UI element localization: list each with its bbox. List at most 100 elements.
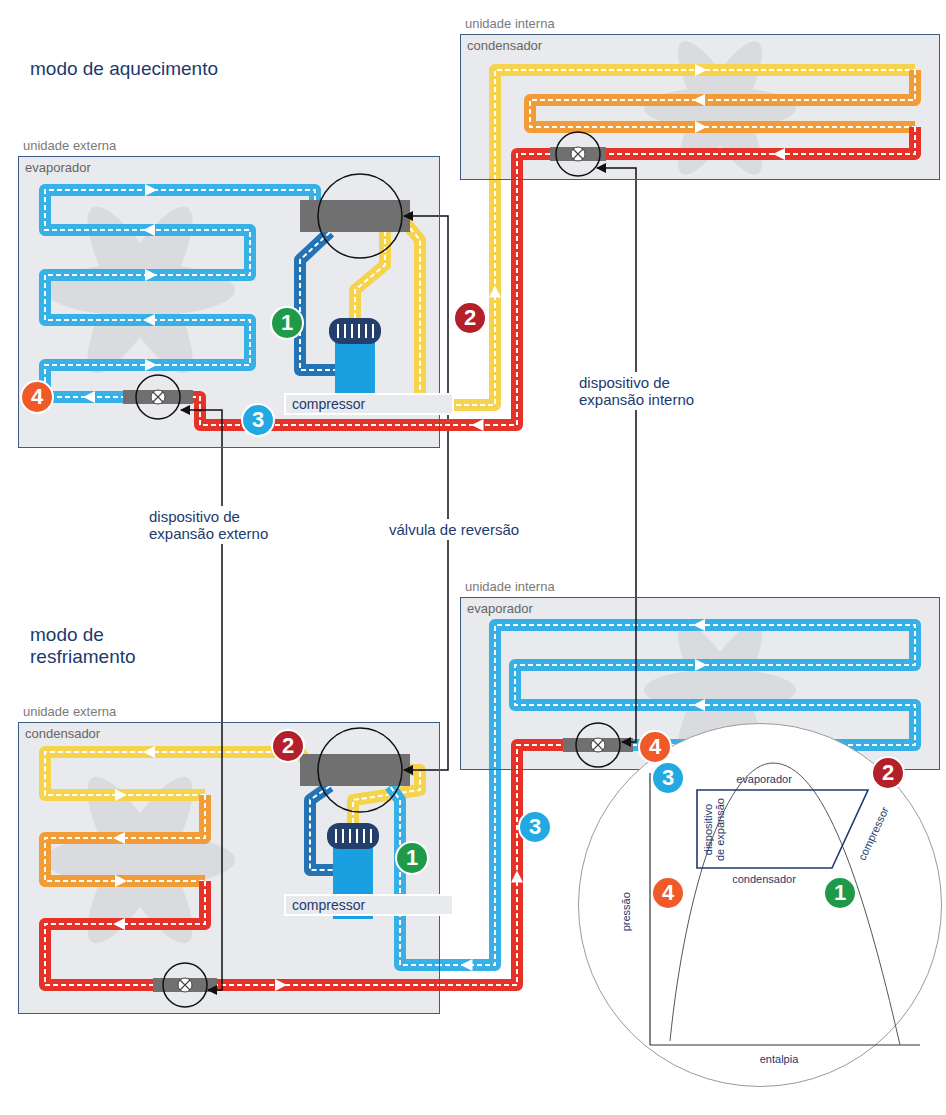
leader-line <box>404 216 448 500</box>
flow-arrow <box>113 832 125 844</box>
flow-arrow <box>145 359 157 371</box>
pipe <box>45 795 205 881</box>
pipe-stripe <box>300 232 335 370</box>
callout-number: 1 <box>823 876 857 910</box>
compressor-rib <box>335 829 337 843</box>
flow-arrow <box>695 659 707 671</box>
callout-number: 4 <box>651 876 685 910</box>
fan-ghost <box>70 195 210 386</box>
pipe-stripe <box>495 70 915 180</box>
compressor-rib <box>372 324 374 338</box>
compressor-rib <box>342 829 344 843</box>
reversing-valve <box>300 200 410 232</box>
pipe-stripe <box>440 770 517 985</box>
highlight-ring <box>576 723 620 767</box>
fan-ghost <box>664 32 776 184</box>
flow-arrow <box>695 121 707 133</box>
chart-text: entalpia <box>739 1054 819 1066</box>
pipe-stripe <box>530 70 915 127</box>
pipe <box>390 786 440 965</box>
unit-box: unidade externaevaporadorcompressor <box>18 156 440 448</box>
callout-number: 3 <box>241 403 275 437</box>
flow-arrow <box>461 959 473 971</box>
callout-number: 1 <box>395 841 429 875</box>
pipe-stripe <box>390 786 440 965</box>
pipe <box>440 770 517 985</box>
mode-title: modo de resfriamento <box>30 624 160 668</box>
highlight-ring <box>318 174 402 258</box>
flow-arrow <box>145 269 157 281</box>
compressor-cap <box>329 318 381 344</box>
pipe-stripe <box>440 180 517 425</box>
pipe-stripe <box>517 127 915 180</box>
refrigerant-line <box>440 770 495 971</box>
pipe <box>45 190 315 397</box>
compressor-rib <box>337 324 339 338</box>
callout-number: 2 <box>271 729 305 763</box>
pipe-stripe <box>355 232 385 318</box>
expansion-valve-body <box>563 738 633 752</box>
fan-ghost <box>664 32 776 184</box>
compressor-rib <box>370 829 372 843</box>
compressor-rib <box>365 324 367 338</box>
part-name: compressor <box>292 897 365 913</box>
compressor-rib <box>349 829 351 843</box>
expansion-valve <box>151 390 165 404</box>
flow-arrow <box>275 979 287 991</box>
pipe <box>495 70 915 180</box>
flow-arrow <box>489 286 501 298</box>
chart-text: evaporador <box>719 774 809 786</box>
leader-line <box>181 410 222 700</box>
flow-arrow <box>693 94 705 106</box>
part-name: compressor <box>292 396 365 412</box>
saturation-dome <box>670 763 900 1045</box>
pipe-stripe <box>45 795 205 881</box>
expansion-valve-mark <box>153 392 163 402</box>
callout-number: 2 <box>453 301 487 335</box>
fan-ghost <box>70 195 210 386</box>
coil-name: condensador <box>467 38 542 53</box>
compressor-rib <box>351 324 353 338</box>
unit-ground <box>18 722 440 1014</box>
callout-number: 4 <box>20 380 54 414</box>
pipe-stripe <box>45 752 310 795</box>
unit-box: unidade externacondensadorcompressor <box>18 722 440 1014</box>
compressor-label-box: compressor <box>284 393 454 415</box>
compressor-label-box: compressor <box>284 894 454 916</box>
pipe-stripe <box>400 216 440 405</box>
leader-label: dispositivo de expansão interno <box>576 372 732 410</box>
unit-heading: unidade externa <box>23 704 116 719</box>
mode-title: modo de aquecimento <box>30 58 218 80</box>
flow-arrow <box>83 391 95 403</box>
refrigerant-line <box>440 180 501 405</box>
flow-arrow <box>113 918 125 930</box>
chart-text: dispositivo de expansão <box>703 798 726 862</box>
leader-line <box>597 168 636 400</box>
highlight-ring <box>556 132 600 176</box>
leader-line <box>404 500 448 770</box>
compressor-rib <box>358 324 360 338</box>
refrigerant-line <box>440 770 523 985</box>
axis <box>650 1044 920 1045</box>
coil-name: evaporador <box>25 160 91 175</box>
expansion-valve <box>178 978 192 992</box>
coil-name: condensador <box>25 726 100 741</box>
unit-heading: unidade interna <box>465 579 555 594</box>
pipe <box>300 232 335 370</box>
flow-arrow <box>511 871 523 883</box>
compressor-rib <box>363 829 365 843</box>
pipe-stripe <box>440 770 495 965</box>
unit-heading: unidade interna <box>465 16 555 31</box>
flow-arrow <box>115 789 127 801</box>
pipe <box>517 127 915 180</box>
leader-label: válvula de reversão <box>386 519 522 540</box>
flow-arrow <box>143 314 155 326</box>
flow-arrow <box>143 746 155 758</box>
unit-box: unidade internacondensador <box>460 34 940 180</box>
callout-number: 1 <box>270 306 304 340</box>
callout-number: 3 <box>651 761 685 795</box>
expansion-valve <box>571 147 585 161</box>
compressor-cap <box>327 823 379 849</box>
pipe <box>530 70 915 127</box>
chart-text: pressão <box>621 882 633 942</box>
